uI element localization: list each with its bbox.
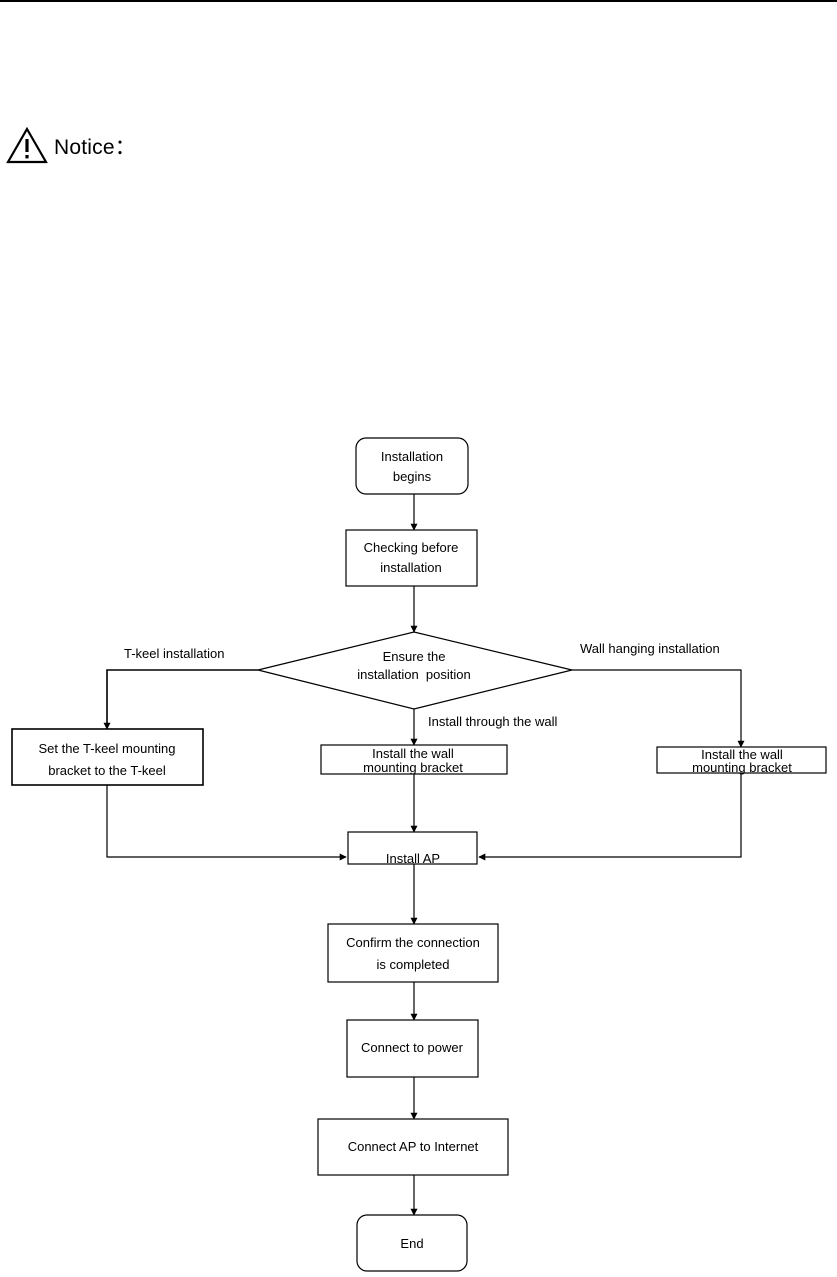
page-top-rule bbox=[0, 0, 837, 2]
connector-decision-left bbox=[103, 669, 258, 730]
install-ap-step: Install AP bbox=[347, 831, 478, 866]
end-label: End bbox=[400, 1236, 423, 1251]
confirm-step: Confirm the connection is completed bbox=[327, 923, 499, 983]
check-line-1: Checking before bbox=[364, 540, 459, 555]
branch-label-right: Wall hanging installation bbox=[580, 641, 720, 656]
start-node: Installation begins bbox=[355, 437, 469, 495]
connector-decision-right bbox=[572, 669, 745, 748]
decision-node: Ensure the installation position bbox=[257, 631, 573, 710]
right-step-line-2: mounting bracket bbox=[692, 760, 792, 775]
middle-step: Install the wall mounting bracket bbox=[320, 744, 508, 775]
left-step: Set the T-keel mounting bracket to the T… bbox=[11, 728, 204, 786]
branch-label-middle: Install through the wall bbox=[428, 714, 557, 729]
connector-left-installap bbox=[106, 785, 347, 861]
end-node: End bbox=[356, 1214, 468, 1272]
check-step: Checking before installation bbox=[345, 529, 478, 587]
confirm-line-1: Confirm the connection bbox=[346, 935, 480, 950]
decision-line-2: installation position bbox=[357, 667, 470, 682]
connectors bbox=[103, 494, 745, 1216]
connector-right-installap bbox=[478, 773, 742, 861]
right-step: Install the wall mounting bracket bbox=[656, 746, 827, 775]
warning-triangle-icon bbox=[6, 127, 48, 165]
left-step-line-1: Set the T-keel mounting bbox=[38, 741, 175, 756]
left-step-line-2: bracket to the T-keel bbox=[48, 763, 166, 778]
notice-heading: Notice： bbox=[6, 126, 136, 166]
power-label: Connect to power bbox=[361, 1040, 464, 1055]
right-step-line-1: Install the wall bbox=[701, 747, 783, 762]
notice-label: Notice： bbox=[54, 136, 136, 159]
middle-step-line-2: mounting bracket bbox=[363, 760, 463, 775]
power-step: Connect to power bbox=[346, 1019, 479, 1078]
middle-step-line-1: Install the wall bbox=[372, 746, 454, 761]
decision-line-1: Ensure the bbox=[383, 649, 446, 664]
confirm-line-2: is completed bbox=[377, 957, 450, 972]
internet-step: Connect AP to Internet bbox=[317, 1118, 509, 1176]
start-line-1: Installation bbox=[381, 449, 443, 464]
start-line-2: begins bbox=[393, 469, 432, 484]
install-ap-label: Install AP bbox=[386, 851, 440, 866]
check-line-2: installation bbox=[380, 560, 441, 575]
internet-label: Connect AP to Internet bbox=[348, 1139, 479, 1154]
branch-label-left: T-keel installation bbox=[124, 646, 224, 661]
